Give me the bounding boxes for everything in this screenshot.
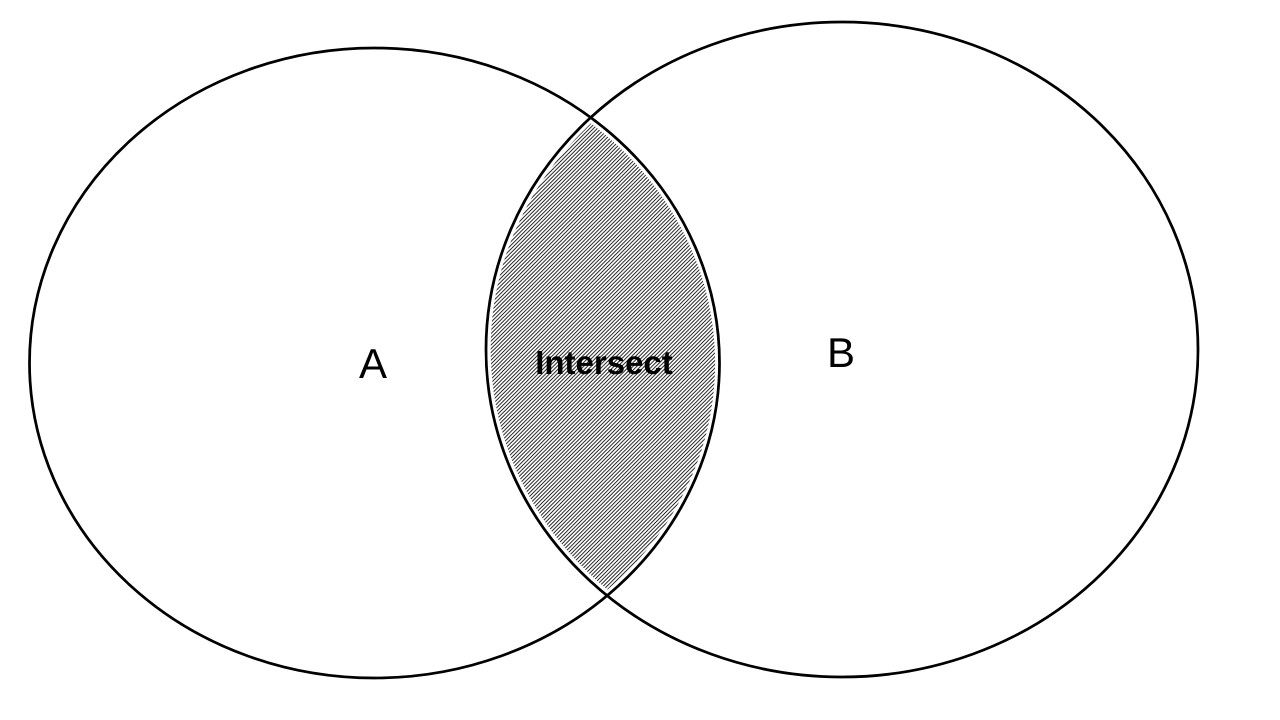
intersection-label: Intersect [535,344,673,381]
circle-a-outline [28,46,721,680]
circle-b-outline [484,20,1200,679]
set-a-label: A [359,340,387,387]
set-b-label: B [827,329,855,376]
